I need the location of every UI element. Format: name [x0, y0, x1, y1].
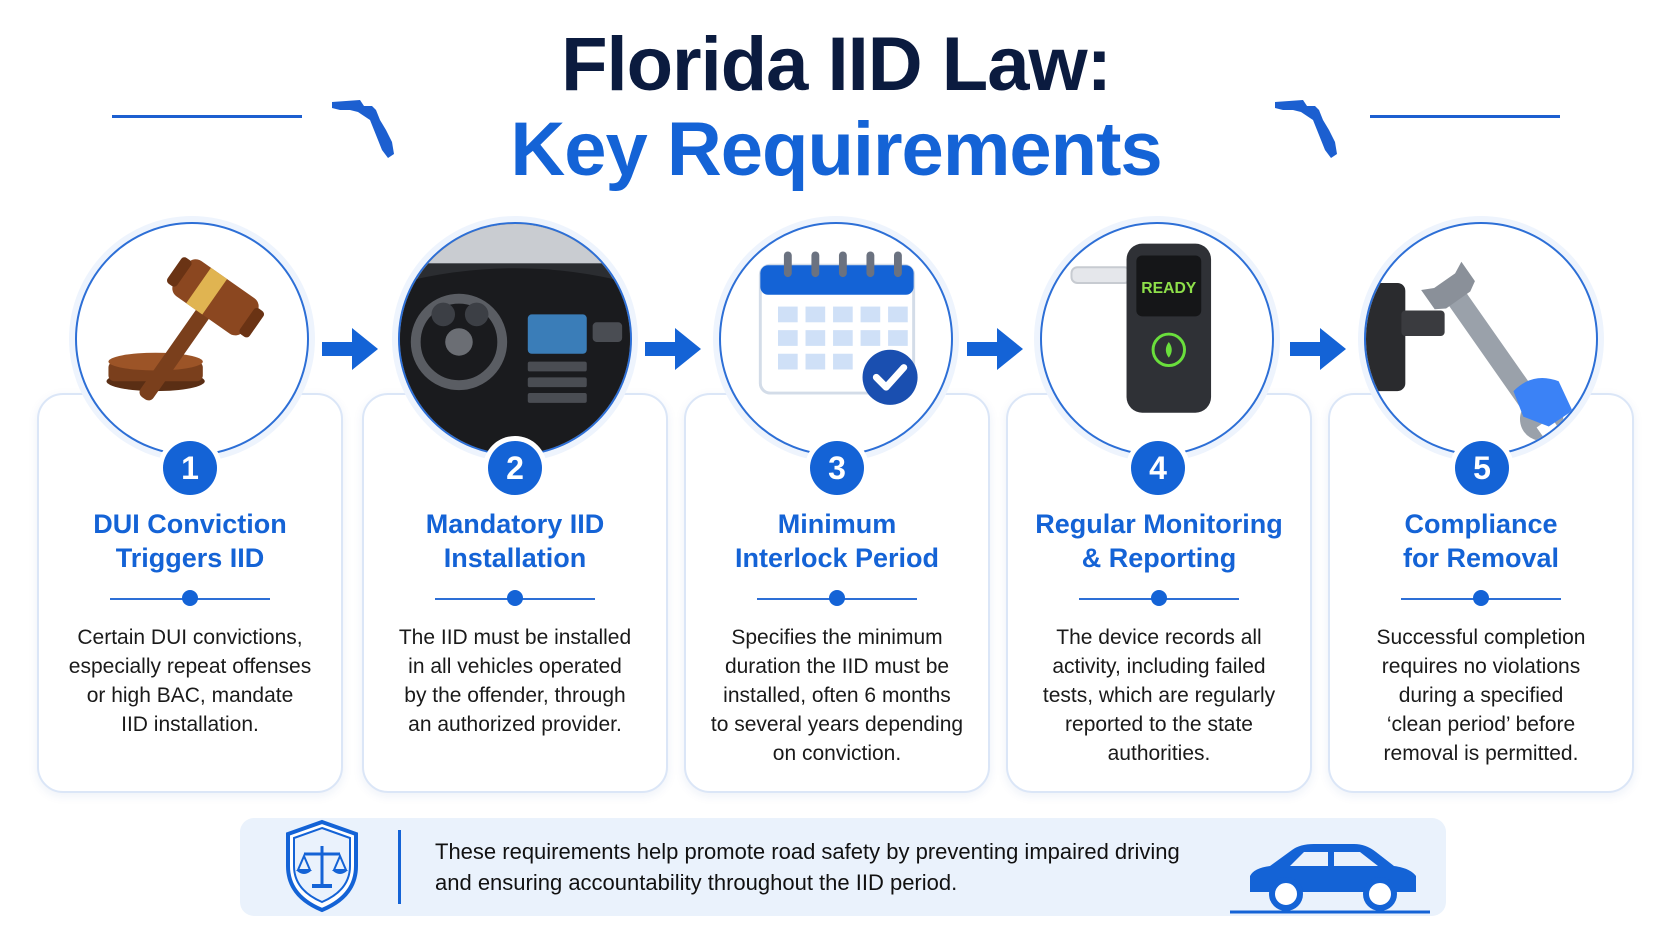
arrow-right-icon [967, 328, 1023, 370]
step-description-4: The device records all activity, includi… [1042, 626, 1276, 765]
florida-map-icon [1275, 100, 1337, 158]
step-number-5: 5 [1455, 441, 1509, 495]
car-dashboard-icon [398, 222, 632, 456]
title-line-1: Florida IID Law: [561, 22, 1112, 107]
separator-dot [829, 590, 845, 606]
arrow-right-icon [645, 328, 701, 370]
page-title: Florida IID Law: Key Requirements [0, 22, 1672, 192]
breathalyzer-icon: READY [1040, 222, 1274, 456]
step-title-2: Mandatory IID Installation [425, 509, 605, 573]
arrow-right-icon [322, 328, 378, 370]
car-icon [1230, 844, 1430, 914]
step-number-4: 4 [1131, 441, 1185, 495]
step-description-5: Successful completion requires no violat… [1376, 626, 1586, 765]
step-title-4: Regular Monitoring & Reporting [1035, 509, 1283, 573]
step-description-2: The IID must be installed in all vehicle… [398, 626, 632, 736]
step-description-3: Specifies the minimum duration the IID m… [710, 626, 964, 765]
separator-dot [1151, 590, 1167, 606]
title-decor-line-left [112, 115, 302, 118]
step-title-3: Minimum Interlock Period [734, 509, 940, 573]
step-number-2: 2 [488, 441, 542, 495]
summary-text: These requirements help promote road saf… [435, 839, 1180, 895]
separator-dot [507, 590, 523, 606]
step-description-1: Certain DUI convictions, especially repe… [68, 626, 312, 736]
title-decor-line-right [1370, 115, 1560, 118]
wrench-icon [1364, 222, 1598, 456]
separator-dot [182, 590, 198, 606]
calendar-check-icon [719, 222, 953, 456]
summary-banner [240, 818, 1446, 916]
shield-scales-icon [286, 819, 358, 913]
separator-dot [1473, 590, 1489, 606]
step-title-5: Compliance for Removal [1402, 509, 1560, 573]
step-number-1: 1 [163, 441, 217, 495]
step-number-3: 3 [810, 441, 864, 495]
device-screen-text: READY [1141, 280, 1197, 297]
gavel-icon [75, 222, 309, 456]
florida-map-icon [332, 100, 394, 158]
arrow-right-icon [1290, 328, 1346, 370]
title-line-2: Key Requirements [510, 107, 1162, 192]
banner-divider [398, 830, 401, 904]
step-title-1: DUI Conviction Triggers IID [93, 509, 287, 573]
